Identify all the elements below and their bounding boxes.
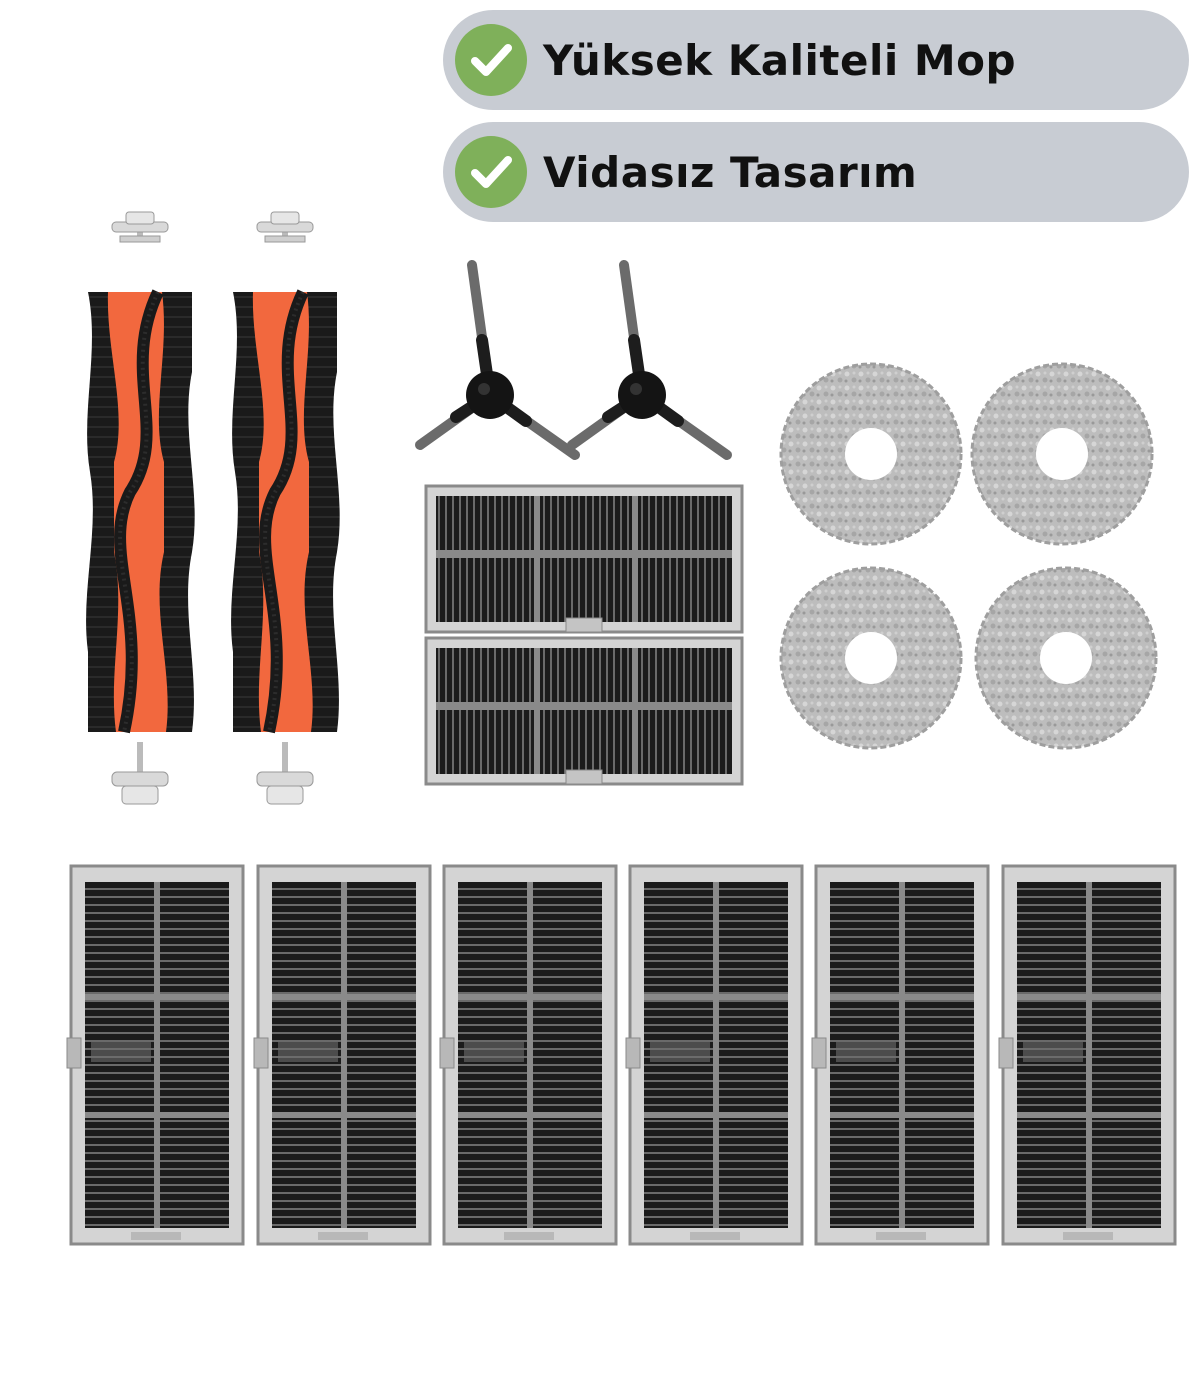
hepa-filter: [438, 864, 618, 1246]
side-brush: [572, 265, 727, 455]
hepa-filter: [252, 864, 432, 1246]
mop-pad: [779, 566, 963, 750]
mop-pad: [970, 362, 1154, 546]
mop-pad: [974, 566, 1158, 750]
feature-badge-quality: Yüksek Kaliteli Mop: [443, 10, 1189, 110]
check-icon: [455, 136, 527, 208]
small-filter: [424, 636, 744, 786]
main-brush: [86, 212, 195, 804]
feature-label: Yüksek Kaliteli Mop: [543, 35, 1017, 85]
hepa-filter: [810, 864, 990, 1246]
main-brush: [231, 212, 340, 804]
hepa-filter: [624, 864, 804, 1246]
mop-pad: [779, 362, 963, 546]
side-brush: [420, 265, 575, 455]
hepa-filter: [65, 864, 245, 1246]
hepa-filter: [997, 864, 1177, 1246]
feature-label: Vidasız Tasarım: [543, 147, 918, 197]
small-filter: [424, 484, 744, 634]
check-icon: [455, 24, 527, 96]
feature-badge-design: Vidasız Tasarım: [443, 122, 1189, 222]
